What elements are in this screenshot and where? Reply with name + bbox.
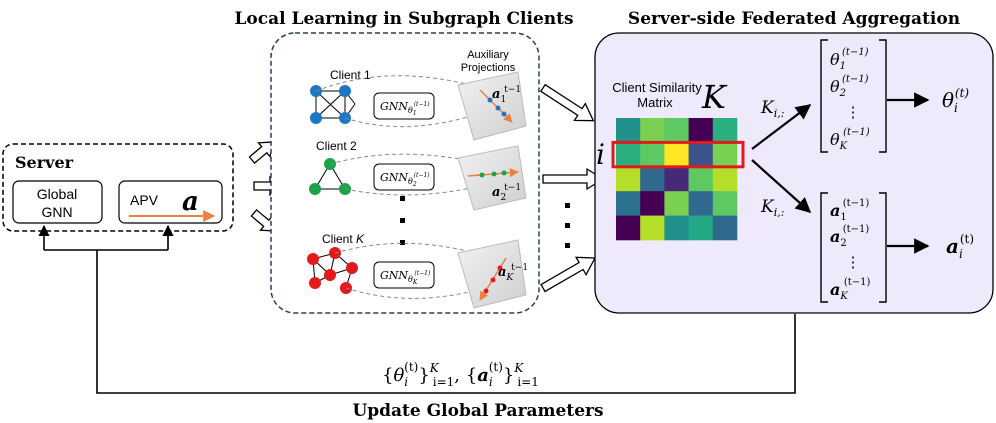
matrix-cell [616,118,641,143]
title-server-aggregation: Server-side Federated Aggregation [628,9,960,29]
aux-projections-line1: Auxiliary [467,49,509,61]
client-2-apv: a2t−1 [492,183,521,203]
row-index-symbol: i [596,138,605,171]
matrix-cell [688,191,714,216]
client-k-projection-plane [457,239,527,309]
global-gnn-label-line1: Global [37,186,77,202]
client-2-label: Client 2 [316,139,357,153]
theta-vector-dots: ⋮ [846,103,861,121]
matrix-cell [616,215,641,241]
matrix-cell [640,166,665,192]
server-label: Server [15,153,74,172]
matrix-cell [640,142,665,168]
matrix-cell [712,215,738,241]
client-1-gnn-box [373,92,435,120]
client-k: Client K GNNθK(t−1) aKt−1 [307,232,528,309]
client-1: Client 1 GNNθ1(t−1) a1t−1 [310,68,527,141]
theta-vector: θ1(t−1) θ2(t−1) ⋮ θK(t−1) [820,39,887,153]
matrix-cell [664,142,689,168]
aux-projections-line2: Projections [461,62,516,74]
client-1-apv: a1t−1 [492,85,521,105]
matrix-cell [616,166,641,192]
theta-vector-entry-1: θ1(t−1) [830,47,869,72]
apv-box [118,180,223,224]
theta-vector-entry-k: θK(t−1) [830,127,870,152]
apv-vector-left-bracket [820,192,828,303]
similarity-matrix [616,118,738,241]
global-gnn-box [12,180,103,224]
similarity-matrix-symbol: K [701,78,728,116]
hollow-arrow-from-client-2 [542,167,605,191]
feedback-path [96,250,796,394]
client-k-label: Client K [322,232,365,246]
client-1-label: Client 1 [330,68,371,82]
client-1-projection-plane [457,71,527,141]
matrix-cell [640,118,665,143]
matrix-cell [712,118,738,143]
matrix-cell [616,191,641,216]
client-2: Client 2 GNNθ2(t−1) a2t−1 [309,139,527,211]
apv-symbol: a [182,187,199,217]
client-ellipsis [400,196,405,245]
matrix-cell [616,142,641,168]
similarity-matrix-label-line2: Matrix [637,95,673,110]
matrix-cell [712,191,738,216]
apv-vector-entry-2: a2(t−1) [830,224,869,249]
matrix-cell [688,118,714,143]
matrix-cell [640,215,665,241]
apv-label: APV [130,192,159,208]
theta-vector-left-bracket [820,39,828,153]
clients-to-server-arrows [539,83,605,293]
client-k-gnn-box [373,261,435,289]
client-2-projected-points [479,170,507,178]
matrix-cell [664,166,689,192]
matrix-cell [664,118,689,143]
client-k-gnn-label: GNNθK(t−1) [380,269,431,286]
hollow-arrow-from-client-1 [539,83,595,122]
weight-symbol-theta: Ki,: [760,98,784,120]
client-2-gnn-label: GNNθ2(t−1) [380,171,430,188]
client-k-projected-points [483,265,503,294]
client-k-apv: aKt−1 [498,263,528,283]
apv-vector-right-bracket [879,192,887,303]
matrix-cell [640,191,665,216]
weight-symbol-apv: Ki,: [760,197,784,219]
theta-output: θi(t) [942,86,969,115]
apv-vector: a1(t−1) a2(t−1) ⋮ aK(t−1) [820,192,887,303]
apv-vector-entry-1: a1(t−1) [830,198,869,223]
client-2-projection-plane [457,145,527,211]
client-2-gnn-box [373,163,435,191]
hollow-arrow-from-client-k [540,256,597,293]
similarity-matrix-highlight-row [611,140,745,169]
matrix-cell [712,166,738,192]
matrix-cell [688,215,714,241]
matrix-cell [712,142,738,168]
similarity-matrix-label-line1: Client Similarity [612,80,702,95]
client-1-gnn-label: GNNθ1(t−1) [380,100,430,117]
title-local-learning: Local Learning in Subgraph Clients [234,9,573,29]
theta-vector-right-bracket [879,39,887,153]
aggregation-panel [594,32,994,314]
arrows-ellipsis [565,203,570,248]
arrow-to-apv-vector [751,159,812,214]
client-1-projected-points [487,97,507,117]
global-gnn-label-line2: GNN [41,204,72,220]
apv-vector-entry-k: aK(t−1) [830,277,871,302]
apv-vector-dots: ⋮ [846,253,861,271]
matrix-cell [688,166,714,192]
matrix-cell [664,215,689,241]
arrow-to-theta-vector [751,104,812,150]
hollow-arrow-to-client-k [250,209,277,232]
apv-output: ai(t) [946,232,974,261]
theta-vector-entry-2: θ2(t−1) [830,74,869,99]
server-panel: Server Global GNN APV a [2,143,234,232]
matrix-cell [664,191,689,216]
client-1-projection-arrow [479,89,513,123]
feedback-loop [38,224,796,394]
matrix-cell [688,142,714,168]
update-global-parameters-label: Update Global Parameters [352,401,603,421]
